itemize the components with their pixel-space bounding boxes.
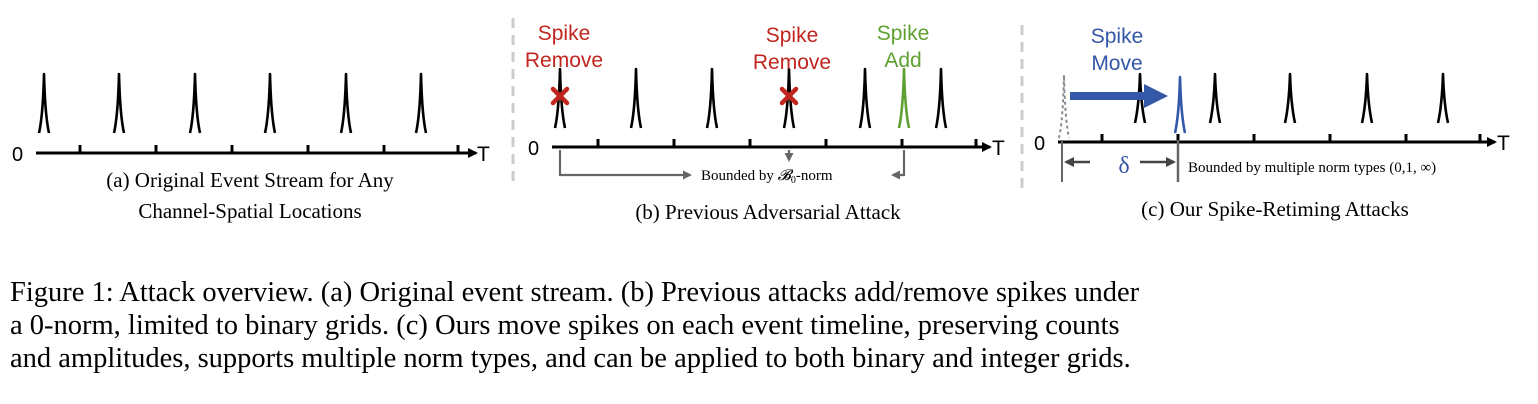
figure-caption: Figure 1: Attack overview. (a) Original …	[10, 276, 1530, 375]
panel-c-moved-spike	[1173, 75, 1187, 134]
panel-a-caption-line1: (a) Original Event Stream for Any	[106, 168, 394, 192]
panel-b-spike-3	[705, 67, 719, 129]
figure-caption-line3: and amplitudes, supports multiple norm t…	[10, 343, 1131, 374]
panel-b-remove1-label-line1: Spike	[538, 22, 591, 45]
attack-overview-figure: 0 T (a) Original Event Stream for Any Ch…	[12, 18, 1510, 224]
panel-a-spikes	[37, 72, 428, 134]
panel-b-spike-6	[934, 67, 948, 129]
panel-c-origin-label: 0	[1034, 133, 1045, 155]
panel-b-spike-1	[553, 67, 567, 129]
panel-a-spike-3	[188, 72, 202, 134]
panel-b-remove2-label-line2: Remove	[753, 51, 831, 74]
panel-c-move-label-line2: Move	[1091, 52, 1142, 75]
panel-b-remove2-label-line1: Spike	[766, 24, 819, 47]
panel-b-origin-label: 0	[528, 138, 539, 160]
panel-b-bound-label: Bounded by 𝓑0-norm	[701, 168, 833, 186]
panel-b-spike-4	[782, 67, 796, 129]
panel-a-spike-5	[339, 72, 353, 134]
panel-b-remove-mark-1	[550, 86, 570, 106]
panel-b-spikes	[553, 67, 948, 129]
panel-a-origin-label: 0	[12, 144, 23, 166]
panel-c-spike-2	[1208, 72, 1222, 124]
panel-b: 0 T Spike Remove Spike Remove Spike Add …	[525, 22, 1005, 224]
panel-c-move-label-line1: Spike	[1091, 25, 1144, 48]
panel-c-original-spike-ghost	[1058, 74, 1070, 139]
panel-a: 0 T (a) Original Event Stream for Any Ch…	[12, 72, 490, 223]
panel-a-ticks	[78, 145, 460, 153]
panel-c-spike-5	[1436, 72, 1450, 124]
panel-b-ticks	[596, 139, 978, 147]
panel-a-axis-label: T	[477, 143, 490, 166]
panel-c-ticks	[1100, 134, 1482, 142]
panel-a-spike-2	[112, 72, 126, 134]
panel-b-spike-2	[629, 67, 643, 129]
panel-c-move-arrow	[1070, 84, 1168, 108]
panel-b-add-label-line1: Spike	[877, 22, 930, 45]
panel-a-caption-line2: Channel-Spatial Locations	[138, 199, 361, 223]
panel-c-spike-3	[1283, 72, 1297, 124]
panel-c: 0 T Spike Move δ Bounded by multiple nor…	[1034, 25, 1510, 221]
panel-b-axis-label: T	[992, 137, 1005, 160]
figure-caption-line1: Figure 1: Attack overview. (a) Original …	[10, 277, 1140, 308]
panel-c-spike-1	[1133, 72, 1147, 124]
panel-a-spike-4	[263, 72, 277, 134]
panel-c-bound-label: Bounded by multiple norm types (0,1, ∞)	[1188, 160, 1436, 176]
panel-b-remove1-label-line2: Remove	[525, 49, 603, 72]
panel-b-spike-5	[858, 67, 872, 129]
panel-b-added-spike	[897, 67, 911, 129]
panel-c-caption: (c) Our Spike-Retiming Attacks	[1141, 197, 1409, 221]
panel-b-remove-mark-2	[779, 86, 799, 106]
panel-c-spikes	[1058, 72, 1450, 139]
panel-c-spike-4	[1360, 72, 1374, 124]
panel-c-axis-label: T	[1497, 132, 1510, 155]
panel-a-spike-1	[37, 72, 51, 134]
panel-b-bound-bracket	[558, 150, 906, 180]
panel-a-spike-6	[414, 72, 428, 134]
panel-b-add-label-line2: Add	[884, 49, 921, 72]
panel-c-delta-label: δ	[1118, 153, 1129, 179]
panel-b-caption: (b) Previous Adversarial Attack	[635, 200, 901, 224]
figure-caption-line2: a 0-norm, limited to binary grids. (c) O…	[10, 310, 1120, 341]
